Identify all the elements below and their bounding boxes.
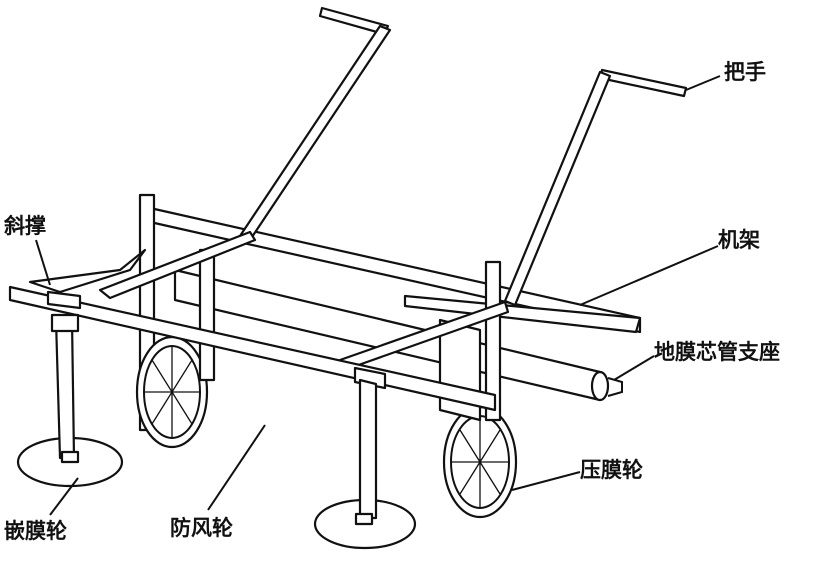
left-wheel xyxy=(135,335,209,449)
label-core-tube-seat: 地膜芯管支座 xyxy=(654,340,780,364)
leader-lines xyxy=(35,75,721,516)
rear-crossbar xyxy=(403,294,642,334)
right-handle xyxy=(503,68,688,307)
left-handle xyxy=(238,6,392,242)
label-frame: 机架 xyxy=(718,228,760,252)
label-press-wheel: 压膜轮 xyxy=(580,458,643,482)
label-embed-wheel: 嵌膜轮 xyxy=(4,519,67,543)
right-disc-wheel xyxy=(313,378,417,550)
right-wheel xyxy=(442,405,518,519)
left-disc-wheel xyxy=(16,313,124,488)
right-back-post xyxy=(484,260,502,422)
label-brace: 斜撑 xyxy=(4,214,46,238)
label-handle: 把手 xyxy=(724,60,766,84)
mid-post-left xyxy=(198,248,216,382)
label-windbreak-wheel: 防风轮 xyxy=(170,516,233,540)
left-brace xyxy=(98,230,257,300)
